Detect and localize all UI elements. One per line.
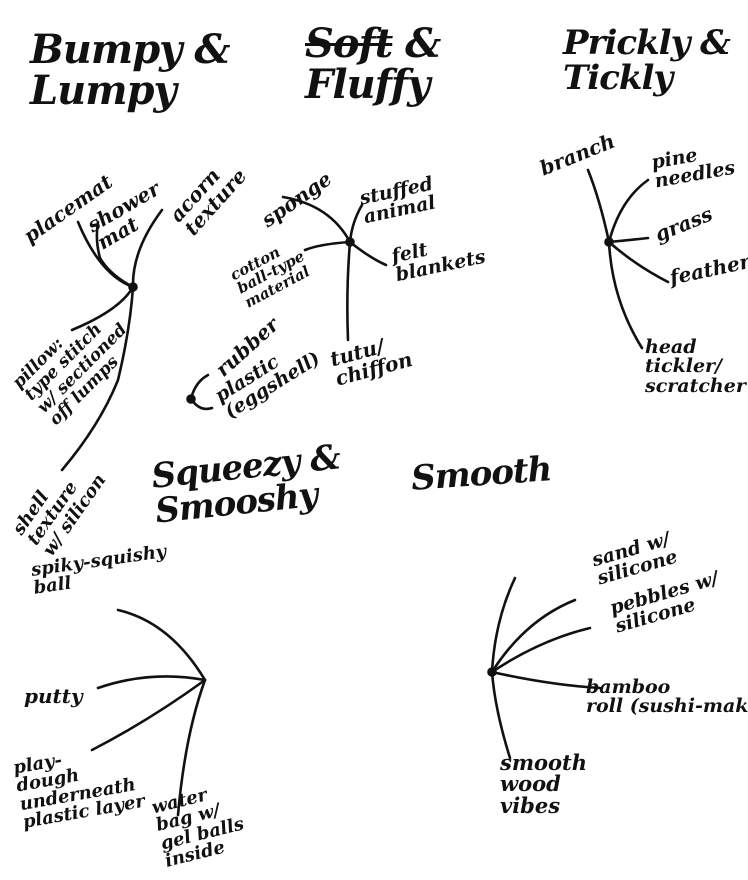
- prickly-hub: [604, 237, 614, 247]
- prickly-branches: [586, 168, 670, 350]
- soft-hub: [345, 237, 355, 247]
- soft-strikethrough-word: Soft: [305, 20, 393, 67]
- squeezy-branches: [90, 608, 207, 817]
- leaf-bamboo-roll: bamboo roll (sushi-maker): [586, 676, 748, 718]
- leaf-head-tickler: head tickler/ scratcher: [645, 336, 746, 397]
- rubber-plastic-hub: [186, 394, 196, 404]
- soft-fluffy-title: Soft & Fluffy: [305, 23, 441, 106]
- bumpy-hub: [128, 282, 138, 292]
- soft-fluffy-title-rest: & Fluffy: [305, 20, 441, 108]
- smooth-hub: [487, 667, 497, 677]
- smooth-title: Smooth: [409, 449, 553, 499]
- leaf-putty: putty: [24, 684, 83, 708]
- bumpy-branches: [60, 208, 164, 472]
- smooth-branches: [490, 576, 602, 760]
- leaf-smooth-wood: smooth wood vibes: [500, 750, 588, 818]
- prickly-tickly-title: Prickly & Tickly: [563, 23, 731, 98]
- bumpy-lumpy-title: Bumpy & Lumpy: [30, 26, 230, 114]
